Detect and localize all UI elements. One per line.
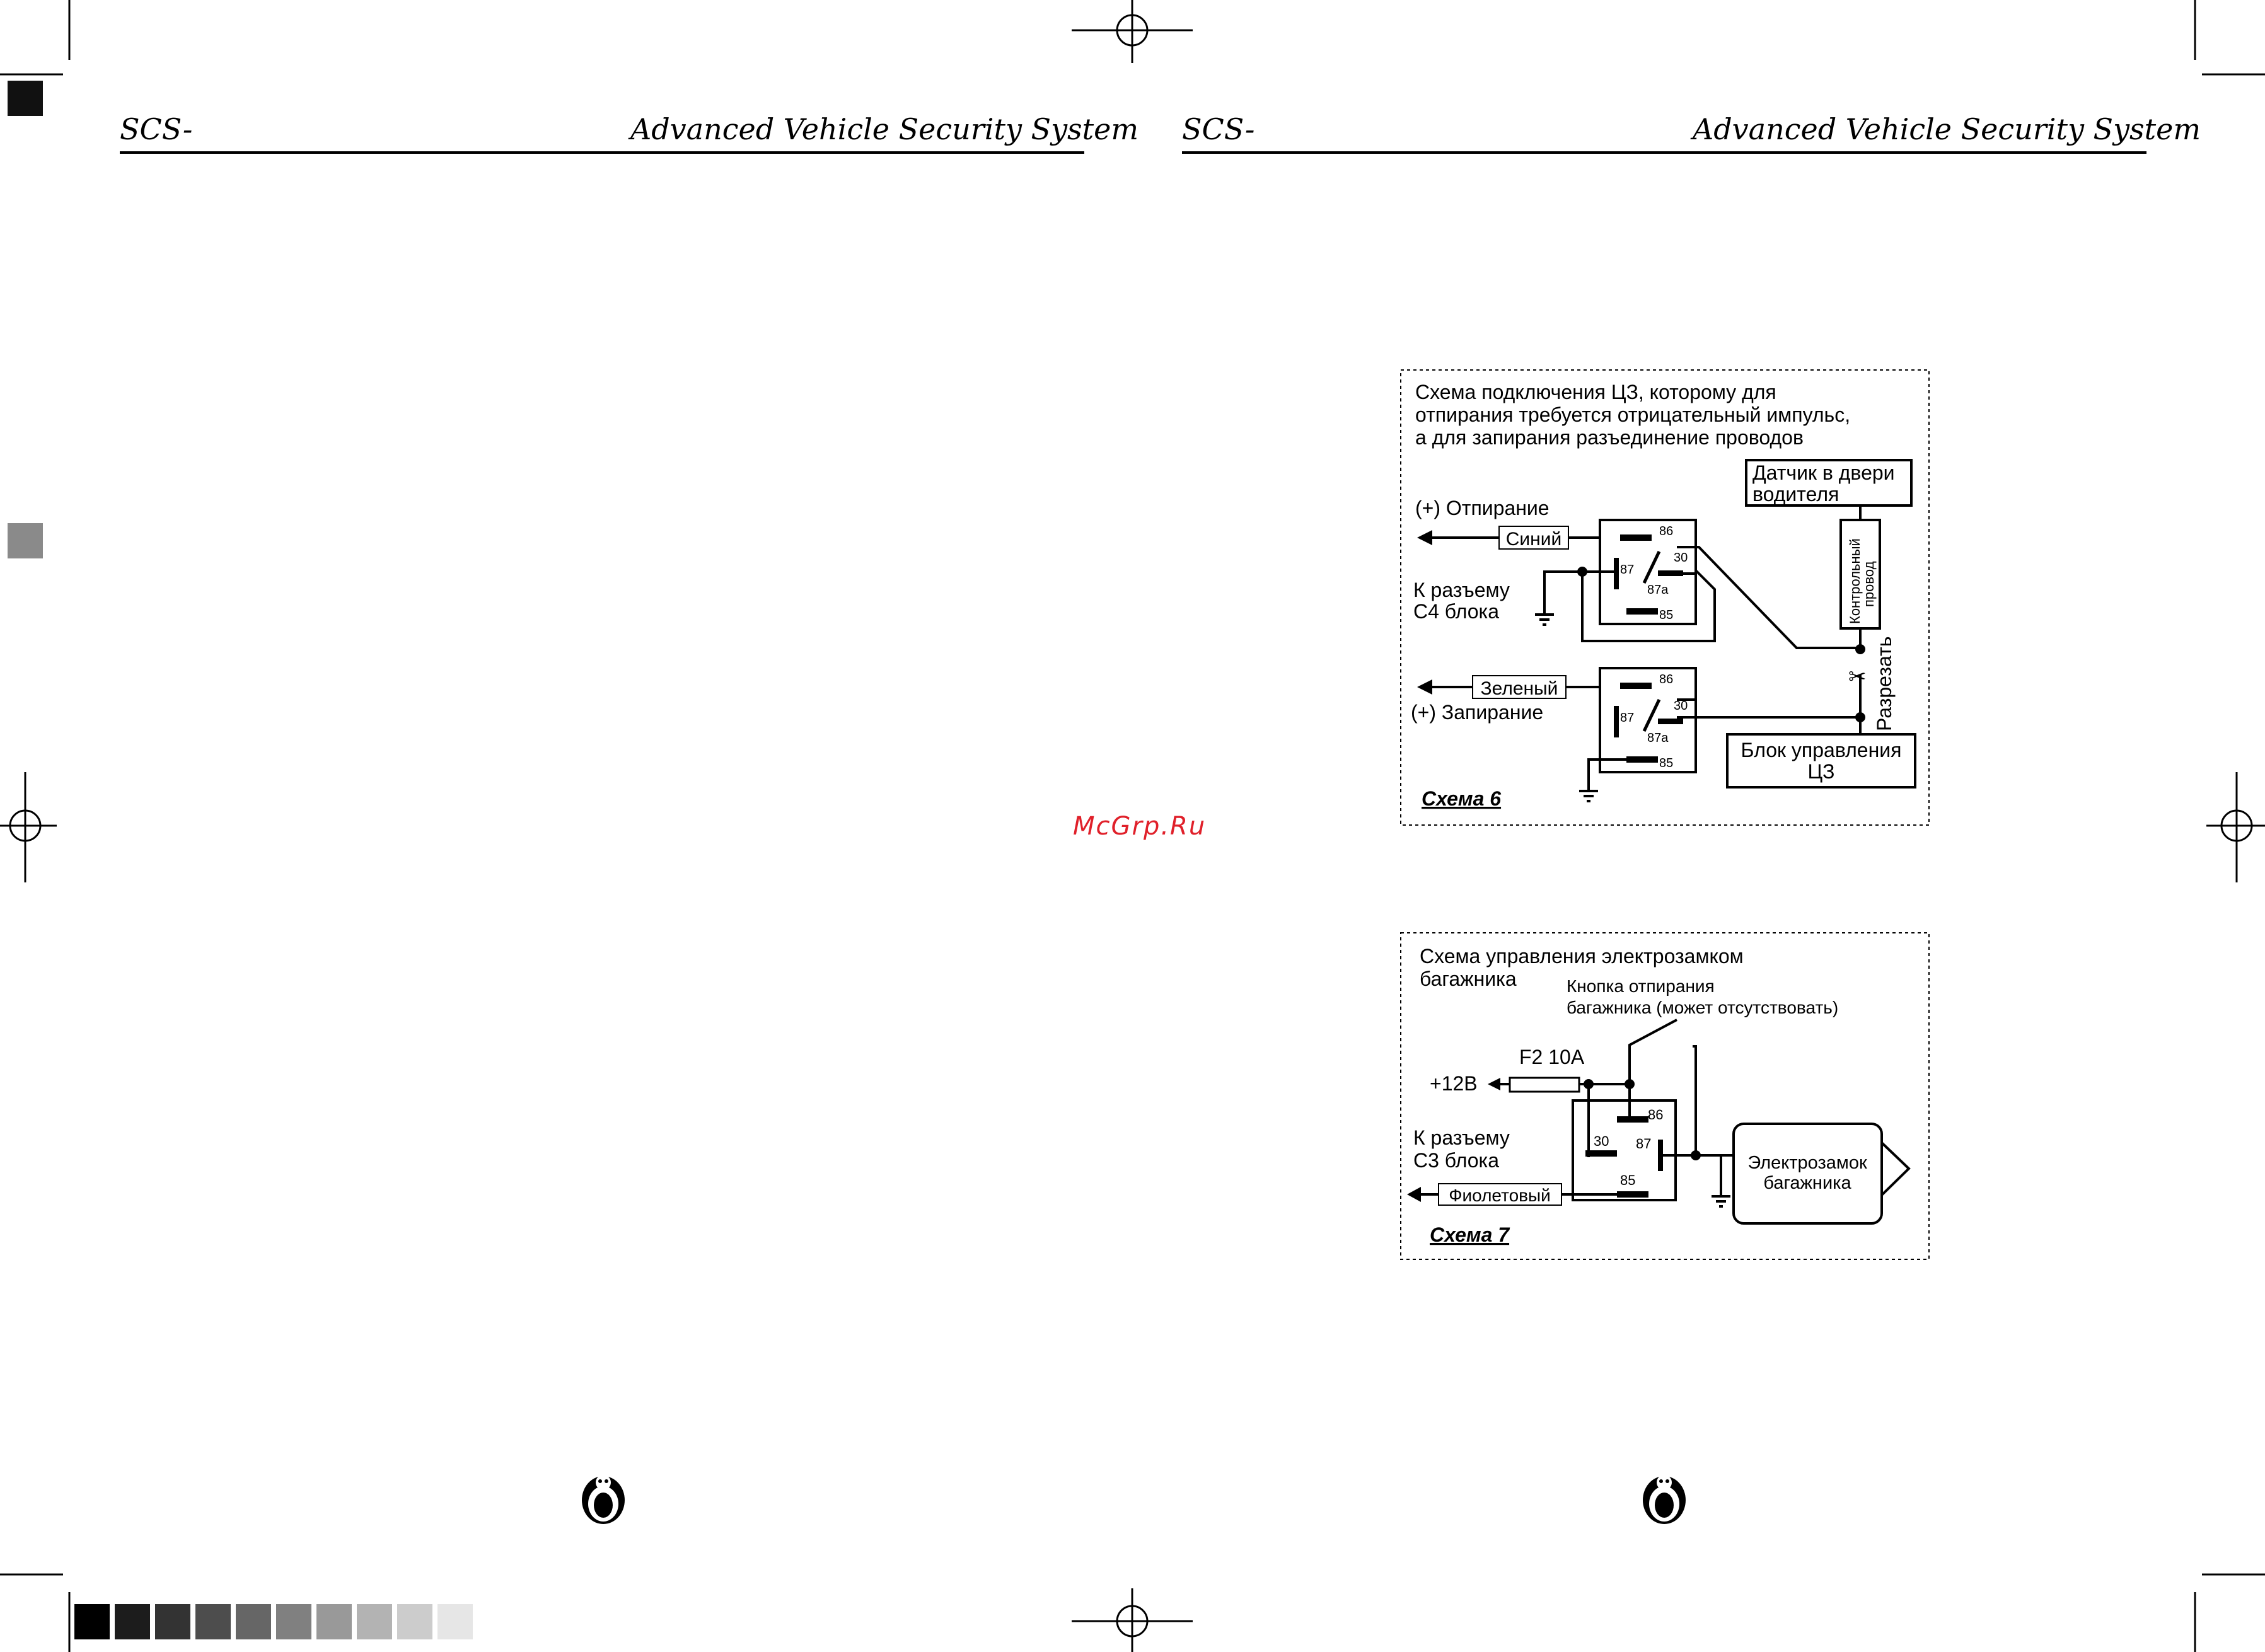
header-brand-right: SCS- bbox=[1182, 112, 1255, 146]
header-brand-left: SCS- bbox=[120, 112, 193, 146]
relay2-pin-85: 85 bbox=[1659, 756, 1673, 770]
connector-c3-label-2: С3 блока bbox=[1413, 1149, 1499, 1172]
scheme7-title-line2: багажника bbox=[1420, 968, 1517, 990]
registration-crosshair-icon bbox=[2206, 772, 2265, 882]
header-rule-right bbox=[1182, 151, 2146, 154]
registration-crosshair-icon bbox=[1072, 1588, 1193, 1652]
relay-2 bbox=[1599, 667, 1697, 773]
trunk-relay-pin-86: 86 bbox=[1648, 1107, 1663, 1123]
door-sensor-box bbox=[1745, 459, 1913, 507]
header-title-right: Advanced Vehicle Security System bbox=[1693, 112, 2201, 146]
button-label-2: багажника (может отсутствовать) bbox=[1567, 998, 1838, 1017]
control-wire-label: Контрольный bbox=[1847, 538, 1863, 624]
relay1-pin-87a: 87a bbox=[1647, 583, 1669, 597]
scheme-7-diagram: Схема управления электрозамком багажника… bbox=[1399, 932, 1930, 1261]
relay2-pin-87: 87 bbox=[1620, 711, 1634, 725]
door-sensor-label-2: водителя bbox=[1752, 483, 1839, 505]
violet-wire-label: Фиолетовый bbox=[1449, 1186, 1551, 1205]
scheme7-title-line1: Схема управления электрозамком bbox=[1420, 945, 1744, 968]
scheme-6-diagram: Схема подключения ЦЗ, которому для отпир… bbox=[1399, 369, 1930, 826]
green-wire-label: Зеленый bbox=[1481, 678, 1558, 699]
scheme6-caption: Схема 6 bbox=[1422, 787, 1501, 810]
relay2-pin-86: 86 bbox=[1659, 673, 1673, 686]
control-unit-label: Блок управления bbox=[1741, 739, 1902, 761]
lock-label: (+) Запирание bbox=[1411, 701, 1543, 724]
central-lock-control-box bbox=[1726, 733, 1916, 788]
control-wire-label-2: провод bbox=[1861, 561, 1877, 607]
control-unit-label-2: ЦЗ bbox=[1808, 760, 1835, 783]
beetle-logo-icon bbox=[1643, 1475, 1686, 1524]
arrow-left-icon bbox=[1407, 1187, 1421, 1202]
relay1-pin-85: 85 bbox=[1659, 608, 1673, 622]
scheme6-title-line3: а для запирания разъединение проводов bbox=[1415, 426, 1804, 449]
relay2-pin-30: 30 bbox=[1674, 699, 1688, 713]
blue-wire-label: Синий bbox=[1506, 529, 1562, 550]
trunk-relay-pin-85: 85 bbox=[1620, 1172, 1635, 1188]
fuse-icon bbox=[1509, 1077, 1580, 1093]
header-rule-left bbox=[120, 151, 1084, 154]
beetle-logo-icon bbox=[582, 1475, 625, 1524]
unlock-label: (+) Отпирание bbox=[1415, 497, 1550, 519]
connector-c4-label: К разъему bbox=[1413, 579, 1510, 601]
trunk-lock-label-2: багажника bbox=[1763, 1173, 1851, 1193]
relay1-pin-86: 86 bbox=[1659, 524, 1673, 538]
trunk-relay bbox=[1572, 1099, 1677, 1201]
watermark: McGrp.Ru bbox=[1073, 812, 1207, 841]
scissors-icon: ✂ bbox=[1848, 665, 1867, 689]
registration-crosshair-icon bbox=[1072, 0, 1193, 63]
connector-c3-label: К разъему bbox=[1413, 1126, 1510, 1149]
button-label: Кнопка отпирания bbox=[1567, 976, 1715, 996]
power-label: +12В bbox=[1430, 1072, 1478, 1095]
relay2-pin-87a: 87a bbox=[1647, 731, 1669, 745]
door-sensor-label: Датчик в двери bbox=[1752, 461, 1895, 484]
arrow-left-icon bbox=[1488, 1078, 1500, 1090]
scheme7-caption: Схема 7 bbox=[1430, 1223, 1510, 1246]
scheme6-title-line2: отпирания требуется отрицательный импуль… bbox=[1415, 403, 1850, 426]
trunk-lock-label: Электрозамок bbox=[1747, 1153, 1867, 1173]
relay1-pin-30: 30 bbox=[1674, 551, 1688, 565]
connector-c4-label-2: С4 блока bbox=[1413, 600, 1499, 623]
header-title-left: Advanced Vehicle Security System bbox=[630, 112, 1138, 146]
registration-crosshair-icon bbox=[0, 772, 57, 882]
trunk-relay-pin-87: 87 bbox=[1636, 1136, 1651, 1152]
cut-label: Разрезать bbox=[1873, 637, 1896, 731]
trunk-relay-pin-30: 30 bbox=[1594, 1133, 1609, 1149]
relay1-pin-87: 87 bbox=[1620, 563, 1634, 577]
page-tab-gray bbox=[8, 523, 43, 558]
fuse-label: F2 10A bbox=[1519, 1046, 1585, 1068]
arrow-left-icon bbox=[1417, 530, 1432, 545]
scheme6-title-line1: Схема подключения ЦЗ, которому для bbox=[1415, 381, 1776, 403]
grayscale-strip bbox=[74, 1604, 478, 1639]
page-tab-dark bbox=[8, 81, 43, 116]
arrow-left-icon bbox=[1417, 679, 1432, 695]
